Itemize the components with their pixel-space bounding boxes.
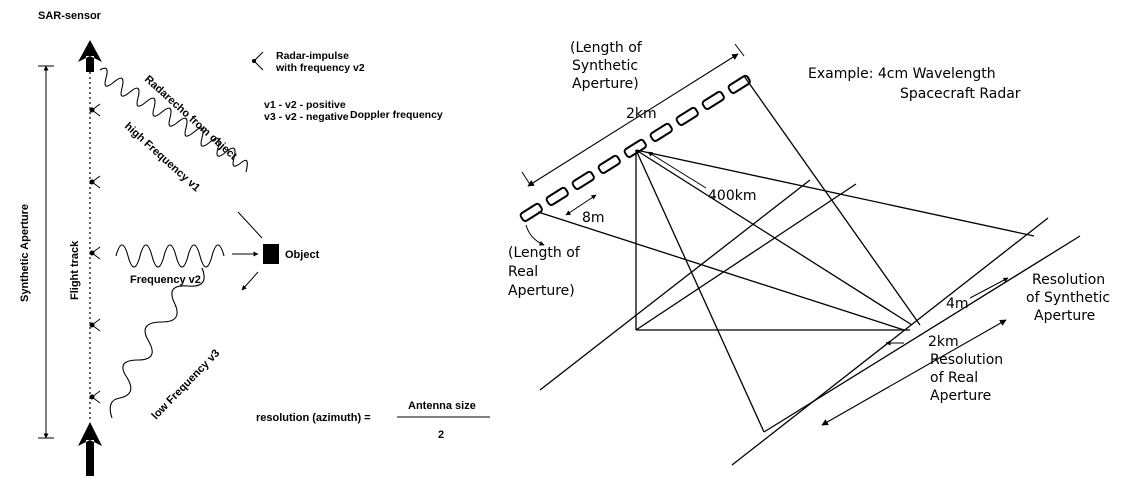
formula-denominator: 2 [438,429,444,441]
left-panel: SAR-sensor Synthetic Aperture Flight tra… [19,10,490,476]
length-real-3: Aperture) [508,283,575,299]
frequency-v2-wave [115,244,225,268]
low-frequency-label: low Frequency v3 [150,347,223,422]
res-real-2: of Real [930,370,978,386]
sar-sensor-label: SAR-sensor [38,10,102,22]
resolution-label: resolution (azimuth) = [256,412,371,424]
example-line2: Spacecraft Radar [900,86,1021,102]
right-panel: (Length of Synthetic Aperture) Example: … [508,40,1110,466]
high-frequency-label: high Frequency v1 [122,120,202,194]
high-frequency-wave [99,67,248,173]
low-frequency-wave [109,267,205,419]
label-2km-bottom: 2km [928,334,959,350]
beam-lines [537,75,921,433]
length-real-2: Real [508,264,538,280]
res-real-1: Resolution [930,352,1003,368]
radar-impulse-line2: with frequency v2 [275,62,365,74]
example-line1: Example: 4cm Wavelength [808,66,996,82]
label-8m: 8m [582,210,605,226]
track-positions [89,103,101,404]
res-synth-1: Resolution [1032,272,1105,288]
flight-track-label: Flight track [69,240,81,300]
object-label: Object [285,249,320,261]
res-synth-3: Aperture [1034,308,1095,324]
object-box [263,244,279,264]
length-synthetic-3: Aperture) [572,76,639,92]
frequency-v2-label: Frequency v2 [130,274,201,286]
formula-numerator: Antenna size [408,400,476,412]
radar-impulse-line1: Radar-impulse [276,50,349,62]
res-real-3: Aperture [930,388,991,404]
length-real-1: (Length of [508,245,581,261]
label-4m: 4m [946,296,969,312]
length-synthetic-1: (Length of [570,40,643,56]
doppler-frequency: Doppler frequency [350,109,443,121]
aircraft-bottom-icon [78,422,102,476]
label-400km: 400km [708,188,756,204]
label-2km-top: 2km [626,106,657,122]
res-synth-2: of Synthetic [1026,290,1110,306]
length-synthetic-2: Synthetic [572,58,638,74]
radar-impulse-legend: Radar-impulse with frequency v2 [252,50,365,74]
v1-v2-positive: v1 - v2 - positive [264,99,346,111]
v3-v2-negative: v3 - v2 - negative [264,111,349,123]
synthetic-aperture-label: Synthetic Aperture [19,204,31,302]
ground-plane [539,149,1081,466]
aircraft-top-icon [78,40,102,72]
